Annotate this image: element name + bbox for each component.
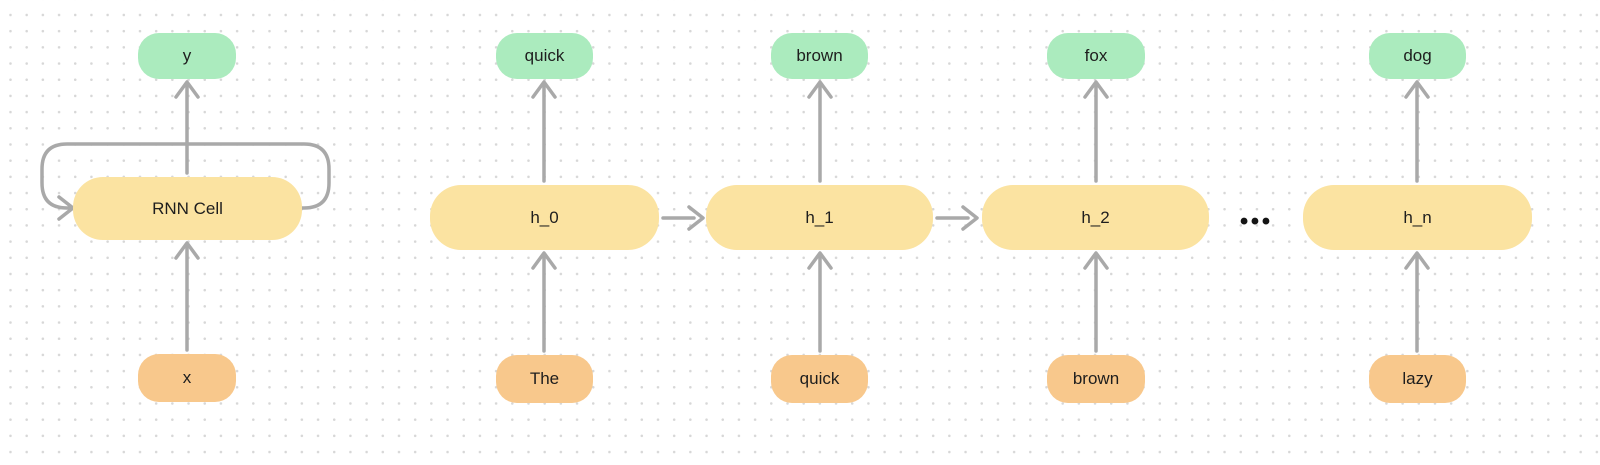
arrow-h0-to-output[interactable] (531, 80, 557, 183)
arrow-h1-to-h2[interactable] (935, 205, 979, 231)
node-label: The (529, 369, 560, 388)
node-output-y[interactable]: y (138, 33, 236, 79)
node-hidden-2[interactable]: h_2 (982, 185, 1209, 250)
node-hidden-0[interactable]: h_0 (430, 185, 659, 250)
arrow-h0-to-h1[interactable] (661, 205, 705, 231)
ellipsis-label: ••• (1239, 208, 1273, 235)
arrow-input-to-h0[interactable] (531, 251, 557, 353)
node-input-0[interactable]: The (496, 355, 593, 403)
node-label: fox (1084, 46, 1108, 65)
arrow-input-to-h1[interactable] (807, 251, 833, 353)
node-output-2[interactable]: fox (1047, 33, 1145, 79)
node-label: quick (524, 46, 565, 65)
node-label: quick (799, 369, 840, 388)
node-label: y (182, 46, 192, 65)
node-output-0[interactable]: quick (496, 33, 593, 79)
arrow-hn-to-output[interactable] (1404, 80, 1430, 183)
node-label: RNN Cell (152, 198, 223, 218)
node-hidden-1[interactable]: h_1 (706, 185, 933, 250)
arrow-input-to-hn[interactable] (1404, 251, 1430, 353)
node-label: h_1 (805, 207, 834, 227)
node-output-1[interactable]: brown (771, 33, 868, 79)
node-input-n[interactable]: lazy (1369, 355, 1466, 403)
node-label: brown (1072, 369, 1120, 388)
arrow-h2-to-output[interactable] (1083, 80, 1109, 183)
node-label: dog (1403, 46, 1432, 65)
node-label: brown (796, 46, 843, 65)
node-label: lazy (1402, 369, 1433, 388)
node-label: x (182, 368, 192, 387)
ellipsis-text[interactable]: ••• (1225, 206, 1285, 238)
arrow-input-to-h2[interactable] (1083, 251, 1109, 353)
node-hidden-n[interactable]: h_n (1303, 185, 1532, 250)
node-label: h_n (1403, 207, 1432, 227)
node-label: h_2 (1081, 207, 1110, 227)
arrow-input-to-cell[interactable] (174, 241, 200, 352)
node-label: h_0 (530, 207, 559, 227)
node-output-n[interactable]: dog (1369, 33, 1466, 79)
arrow-cell-to-output[interactable] (174, 80, 200, 175)
arrow-h1-to-output[interactable] (807, 80, 833, 183)
node-input-1[interactable]: quick (771, 355, 868, 403)
node-input-x[interactable]: x (138, 354, 236, 402)
node-rnn-cell[interactable]: RNN Cell (73, 177, 302, 240)
node-input-2[interactable]: brown (1047, 355, 1145, 403)
